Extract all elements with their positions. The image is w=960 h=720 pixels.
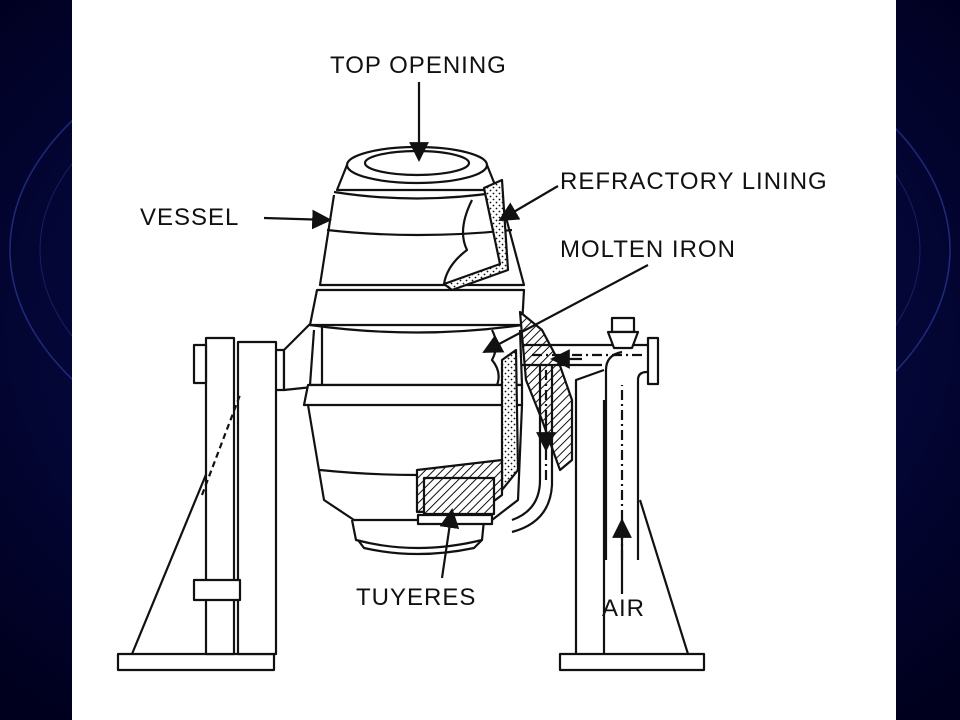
air-pipe <box>511 316 660 560</box>
label-top-opening: TOP OPENING <box>330 52 507 79</box>
arrow-tuyeres <box>439 508 460 579</box>
label-refractory-lining: REFRACTORY LINING <box>560 168 828 195</box>
label-vessel: VESSEL <box>140 204 240 231</box>
refractory-lining <box>415 178 520 514</box>
label-molten-iron: MOLTEN IRON <box>560 236 736 263</box>
label-air: AIR <box>602 595 646 622</box>
arrow-refractory-lining <box>498 185 559 222</box>
right-support-stand <box>558 368 706 672</box>
label-tuyeres: TUYERES <box>356 584 477 611</box>
molten-iron-region <box>490 329 500 386</box>
diagram-panel: TOP OPENING VESSEL REFRACTORY LINING MOL… <box>72 0 896 720</box>
arrow-molten-iron <box>482 264 649 353</box>
left-trunnion <box>282 320 324 392</box>
arrow-vessel <box>263 209 332 230</box>
left-support-stand <box>116 336 286 672</box>
bessemer-converter-diagram <box>116 82 706 672</box>
tuyeres <box>416 476 496 526</box>
